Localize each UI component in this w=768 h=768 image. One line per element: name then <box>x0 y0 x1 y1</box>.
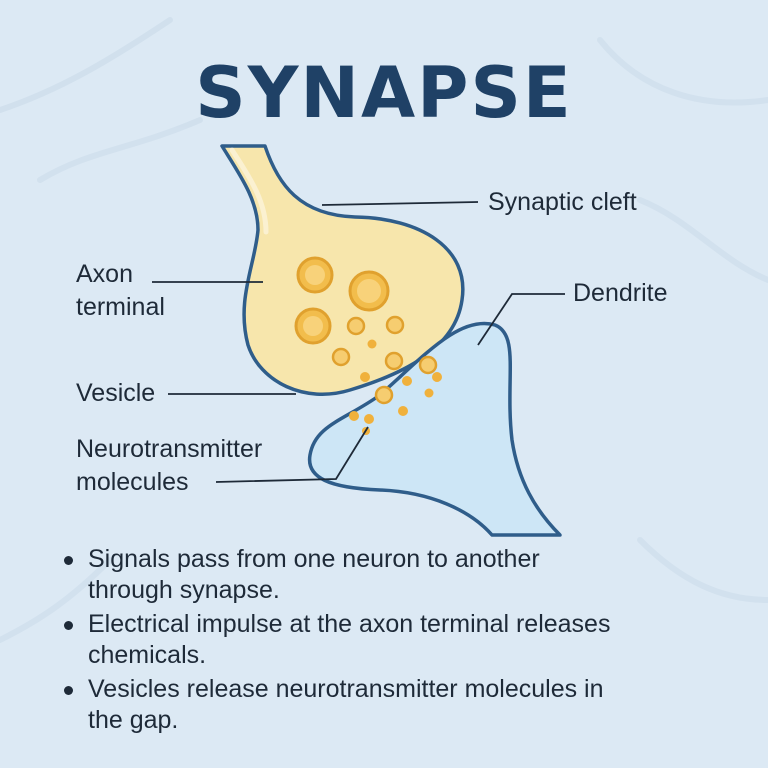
synaptic-cleft-leader <box>321 201 479 206</box>
label-neurotransmitter-line2: molecules <box>76 468 189 496</box>
vesicle-small-5 <box>418 355 438 375</box>
bullet-item: Signals pass from one neuron to another … <box>58 544 738 606</box>
vesicle-small-1 <box>346 316 366 336</box>
label-synaptic-cleft: Synaptic cleft <box>488 188 637 216</box>
neurotransmitter-molecule <box>367 339 377 349</box>
page-title: SYNAPSE <box>195 52 573 134</box>
label-axon-terminal-line1: Axon <box>76 260 133 288</box>
neurotransmitter-molecule <box>402 376 412 386</box>
bullet-dot-icon <box>64 621 73 630</box>
label-vesicle: Vesicle <box>76 379 156 407</box>
dendrite-leader <box>477 293 565 346</box>
synapse-diagram <box>152 144 565 537</box>
bullet-item: Electrical impulse at the axon terminal … <box>58 609 738 671</box>
neurotransmitter-molecule <box>360 372 370 382</box>
neurotransmitter-leader <box>215 426 369 483</box>
bullet-dot-icon <box>64 686 73 695</box>
bullet-text-line2: through synapse. <box>88 576 280 604</box>
bullet-dot-icon <box>64 556 73 565</box>
label-dendrite: Dendrite <box>573 279 668 307</box>
vesicle-small-4 <box>384 351 404 371</box>
bullet-list: Signals pass from one neuron to another … <box>58 544 738 739</box>
bullet-text-line1: Electrical impulse at the axon terminal … <box>88 610 611 638</box>
neurotransmitter-molecule <box>349 411 359 421</box>
neurotransmitter-molecule <box>398 406 408 416</box>
neurotransmitter-molecule <box>424 388 434 398</box>
bullet-text-line2: the gap. <box>88 706 179 734</box>
vesicle-small-3 <box>331 347 351 367</box>
bullet-text-line1: Signals pass from one neuron to another <box>88 545 540 573</box>
label-axon-terminal-line2: terminal <box>76 293 165 321</box>
bullet-text-line2: chemicals. <box>88 641 207 669</box>
bullet-item: Vesicles release neurotransmitter molecu… <box>58 674 738 736</box>
label-neurotransmitter-line1: Neurotransmitter <box>76 435 263 463</box>
vesicle-small-6 <box>374 385 394 405</box>
neurotransmitter-molecule <box>364 414 374 424</box>
bullet-text-line1: Vesicles release neurotransmitter molecu… <box>88 675 604 703</box>
vesicle-small-2 <box>385 315 405 335</box>
neurotransmitter-molecule <box>432 372 442 382</box>
axon-terminal-shape <box>220 144 465 396</box>
